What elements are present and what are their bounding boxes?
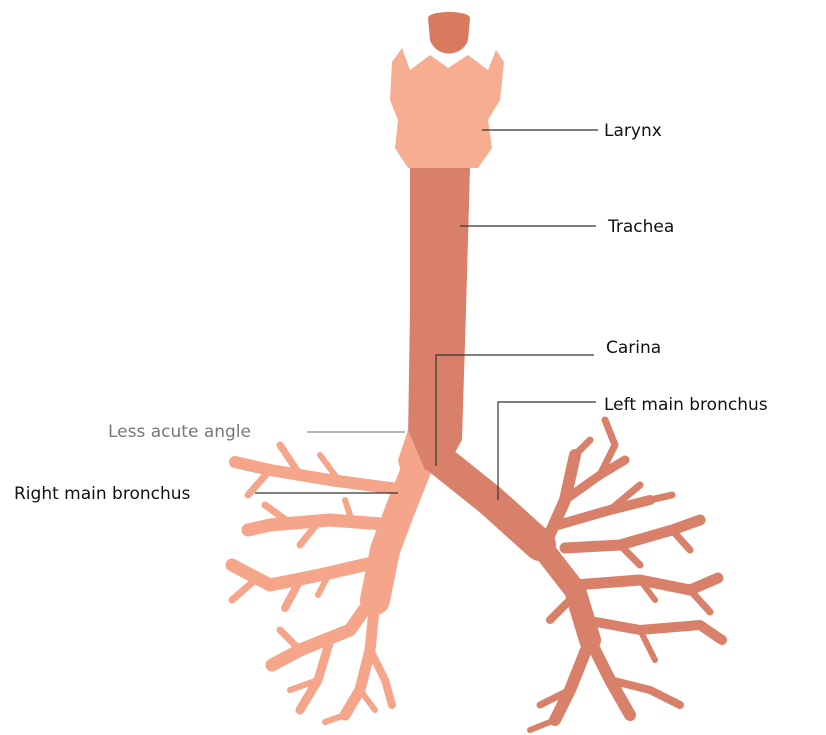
left-bronchial-tree xyxy=(440,420,722,730)
trachea xyxy=(408,168,470,470)
trachea-label: Trachea xyxy=(607,217,674,237)
left-main-bronchus-label: Left main bronchus xyxy=(604,395,768,415)
larynx-label: Larynx xyxy=(604,121,662,141)
thyroid-cartilage xyxy=(390,48,504,168)
right-bronchial-tree xyxy=(232,445,422,722)
larynx xyxy=(390,12,504,168)
carina-label: Carina xyxy=(606,338,661,358)
right-main-bronchus-label: Right main bronchus xyxy=(14,484,191,504)
epiglottis xyxy=(428,12,470,54)
less-acute-angle-label: Less acute angle xyxy=(108,422,251,442)
